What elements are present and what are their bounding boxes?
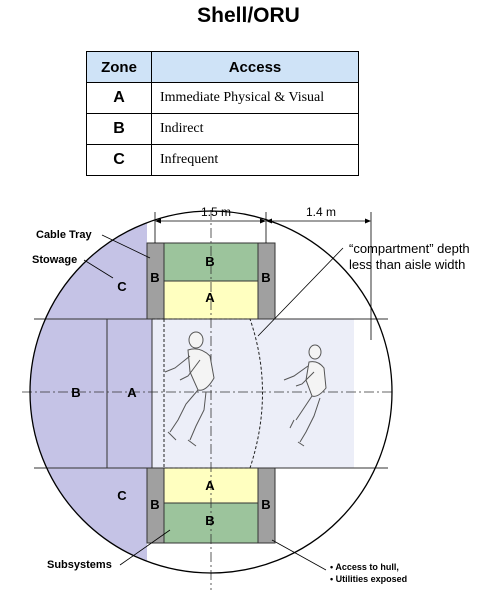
label-stowage: Stowage <box>32 254 77 266</box>
label-compartment-line1: “compartment” depth <box>349 241 470 256</box>
label-compartment-line2: less than aisle width <box>349 257 465 272</box>
dim-arrow <box>155 218 161 224</box>
label-access-line1: • Access to hull, <box>330 562 399 572</box>
zone-letter: A <box>205 290 215 305</box>
table-row: C Infrequent <box>86 144 359 176</box>
crew-figure-right <box>283 344 327 447</box>
table-header-row: Zone Access <box>86 51 359 83</box>
zone-letter: A <box>205 478 215 493</box>
dim-label-left: 1.5 m <box>201 205 231 219</box>
compartment-dashed-outline <box>152 318 263 469</box>
zone-letter: B <box>261 270 270 285</box>
zone-letter: B <box>205 513 214 528</box>
zone-letter: B <box>150 270 159 285</box>
access-cell: Immediate Physical & Visual <box>151 82 359 114</box>
access-cell: Indirect <box>151 113 359 145</box>
rack-strip-top-right <box>257 242 276 320</box>
zone-letter: B <box>261 497 270 512</box>
zone-cell: C <box>86 144 152 176</box>
zone-letter: B <box>205 254 214 269</box>
access-cell: Infrequent <box>151 144 359 176</box>
crew-figure-left <box>164 331 215 447</box>
table-row: A Immediate Physical & Visual <box>86 82 359 114</box>
label-subsystems: Subsystems <box>47 559 112 571</box>
leader-access <box>271 539 327 571</box>
zone-letter: C <box>117 488 127 503</box>
dim-arrow <box>365 218 371 224</box>
zone-letter: B <box>150 497 159 512</box>
zone-cell: B <box>86 113 152 145</box>
zone-letter: A <box>127 385 137 400</box>
zone-letter: C <box>117 279 127 294</box>
rack-strip-bottom-right <box>257 467 276 544</box>
table-row: B Indirect <box>86 113 359 145</box>
label-cable-tray: Cable Tray <box>36 229 93 241</box>
rack-strip-top-left <box>146 242 165 320</box>
zone-a-left <box>107 319 152 468</box>
leader-compartment <box>257 247 344 337</box>
zone-letter: B <box>71 385 80 400</box>
page-title: Shell/ORU <box>197 4 300 27</box>
dim-arrow <box>266 218 272 224</box>
aisle-area <box>152 319 354 468</box>
module-shell-outline <box>29 210 393 574</box>
rack-strip-bottom-left <box>146 467 165 544</box>
leader-cable-tray <box>101 234 151 259</box>
leader-stowage <box>83 259 114 279</box>
header-access: Access <box>151 51 359 83</box>
label-access-line2: • Utilities exposed <box>330 574 407 584</box>
leader-subsystems <box>119 529 171 566</box>
dim-label-right: 1.4 m <box>306 205 336 219</box>
zone-access-table: Zone Access A Immediate Physical & Visua… <box>86 51 359 176</box>
zone-b-left <box>30 319 107 468</box>
dim-arrow <box>260 218 266 224</box>
